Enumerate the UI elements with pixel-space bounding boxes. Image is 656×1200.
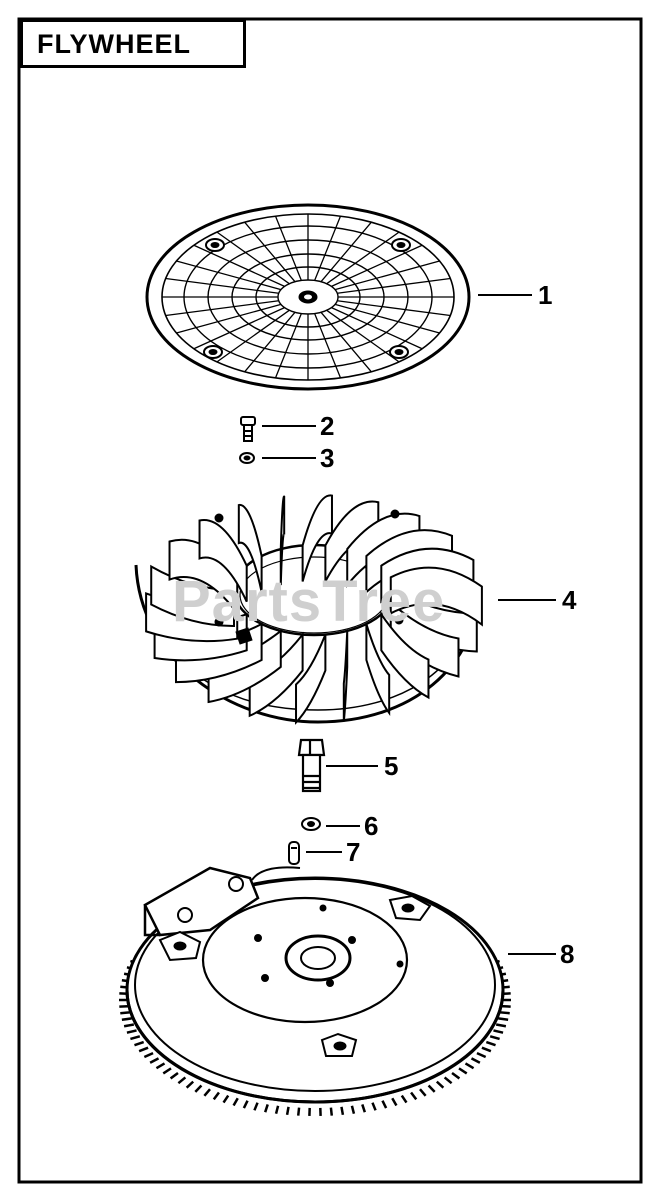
callout-3: 3 <box>320 443 335 473</box>
part-bolt <box>297 738 326 793</box>
callout-5: 5 <box>384 751 399 781</box>
part-washer-small <box>239 452 255 464</box>
watermark: PartsTree <box>172 569 446 634</box>
callout-1: 1 <box>538 280 553 310</box>
part-fan <box>134 494 483 725</box>
diagram-title: FLYWHEEL <box>37 29 192 59</box>
callout-2: 2 <box>320 411 335 441</box>
part-screen <box>145 203 471 391</box>
callout-7: 7 <box>346 837 361 867</box>
title-box: FLYWHEEL <box>20 19 246 68</box>
callout-8: 8 <box>560 939 575 969</box>
part-key <box>288 841 300 865</box>
callout-4: 4 <box>562 585 577 615</box>
part-screw <box>240 416 256 442</box>
outer-border <box>17 17 643 1184</box>
part-flywheel <box>119 866 511 1116</box>
callout-6: 6 <box>364 811 379 841</box>
part-washer <box>301 817 321 831</box>
leader-lines <box>262 294 556 955</box>
